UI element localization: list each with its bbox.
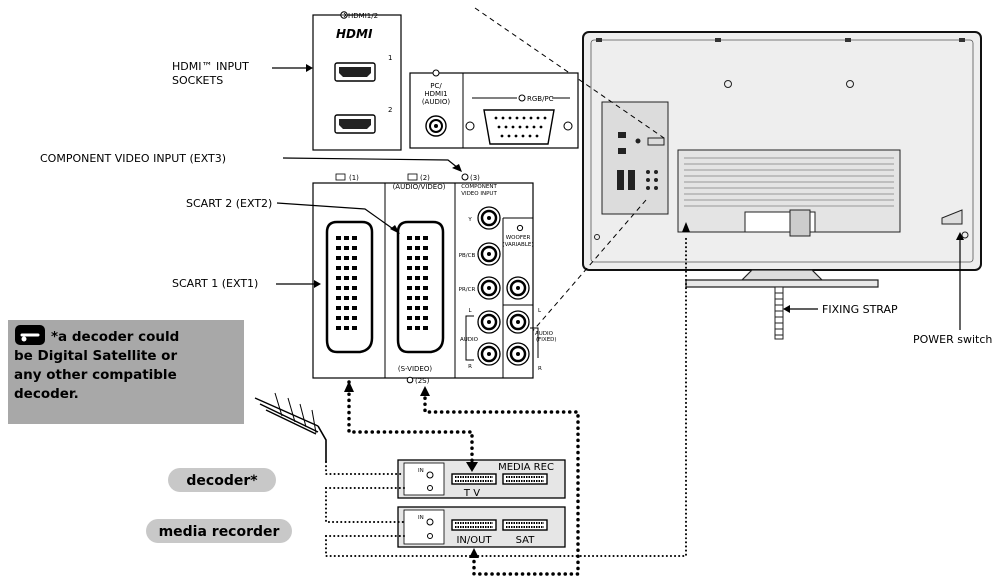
component-pb-label: PB/CB — [459, 253, 476, 259]
component-audio-r-label: R — [468, 364, 472, 370]
pc-panel: PC/ HDMI1 (AUDIO) RGB/PC — [409, 69, 579, 149]
input-arrow-icon — [407, 173, 418, 181]
component-y-jack[interactable] — [477, 206, 501, 230]
input-arrow-icon — [518, 94, 526, 102]
recorder-aerial-in: IN — [418, 515, 424, 521]
audio-fixed-sublabel: (FIXED) — [536, 337, 557, 343]
aerial-cables — [325, 222, 690, 557]
input-arrow-icon — [340, 11, 348, 19]
scart1-label: SCART 1 (EXT1) — [172, 277, 258, 290]
hdmi-port-2-label: 2 — [388, 106, 392, 114]
decoder-pill-label: decoder* — [186, 473, 258, 489]
pc-audio-label-2: HDMI1 — [424, 90, 447, 98]
component-pr-jack[interactable] — [477, 276, 501, 300]
audio-out-l-label: L — [538, 308, 542, 314]
recorder-inout-label: IN/OUT — [456, 535, 492, 546]
audio-out-l-jack[interactable] — [506, 310, 530, 334]
woofer-sublabel: (VARIABLE) — [503, 242, 534, 248]
note-line-1: *a decoder could — [51, 329, 179, 345]
decoder-device: IN T V MEDIA REC — [397, 459, 566, 499]
component-header-line2: COMPONENT — [461, 184, 497, 190]
decoder-pill: decoder* — [168, 468, 276, 492]
component-header-label: (3) — [470, 174, 480, 182]
recorder-scart-sat[interactable] — [502, 519, 548, 531]
decoder-scart-tv[interactable] — [451, 473, 497, 485]
rgb-pc-label: RGB/PC — [527, 95, 554, 103]
input-arrow-icon — [461, 173, 469, 181]
hdmi-panel: HDMI1/2 HDMI 1 2 — [312, 11, 402, 151]
hdmi-socket-1[interactable] — [334, 62, 376, 82]
scart2-label: SCART 2 (EXT2) — [186, 197, 272, 210]
hdmi-socket-2[interactable] — [334, 114, 376, 134]
svideo-sublabel: (2S) — [415, 377, 430, 385]
input-arrow-icon — [335, 173, 346, 181]
scart2-header-sublabel: (AUDIO/VIDEO) — [393, 183, 446, 191]
note-line-4: decoder. — [14, 386, 79, 402]
hdmi-group-label: HDMI1/2 — [348, 12, 378, 20]
pc-audio-label-3: (AUDIO) — [422, 98, 451, 106]
hdmi-sockets-label-2: SOCKETS — [172, 74, 223, 87]
scart-component-panel: (1) (2) (AUDIO/VIDEO) (3) COMPONENT VIDE… — [312, 173, 557, 385]
woofer-label: WOOFER — [506, 235, 531, 241]
note-line-3: any other compatible — [14, 367, 177, 383]
component-audio-r-jack[interactable] — [477, 342, 501, 366]
hdmi-logo: HDMI — [336, 27, 373, 41]
scart2-socket[interactable] — [396, 220, 445, 354]
component-y-label: Y — [467, 217, 472, 223]
component-header-line3: VIDEO INPUT — [461, 191, 497, 197]
component-pr-label: PR/CR — [459, 287, 476, 293]
audio-out-r-jack[interactable] — [506, 342, 530, 366]
tv-rear-view — [582, 31, 982, 340]
recorder-pill-label: media recorder — [159, 524, 280, 540]
antenna-icon — [254, 392, 327, 462]
rgb-pc-socket[interactable] — [465, 109, 573, 145]
recorder-scart-inout[interactable] — [451, 519, 497, 531]
scart1-socket[interactable] — [325, 220, 374, 354]
input-arrow-icon — [432, 69, 440, 77]
decoder-tv-label: T V — [463, 488, 480, 499]
power-switch-label: POWER switch — [913, 333, 992, 346]
pc-audio-label-1: PC/ — [430, 82, 442, 90]
component-audio-l-jack[interactable] — [477, 310, 501, 334]
input-arrow-icon — [406, 376, 414, 384]
scart1-header-label: (1) — [349, 174, 359, 182]
component-audio-l-label: L — [468, 308, 472, 314]
pointing-hand-icon — [15, 325, 45, 345]
recorder-sat-label: SAT — [516, 535, 536, 546]
decoder-media-label: MEDIA REC — [498, 462, 554, 473]
recorder-pill: media recorder — [146, 519, 292, 543]
scart2-header-label: (2) — [420, 174, 430, 182]
component-video-input-label: COMPONENT VIDEO INPUT (EXT3) — [40, 152, 226, 165]
woofer-jack[interactable] — [506, 276, 530, 300]
note-line-2: be Digital Satellite or — [14, 348, 177, 364]
svideo-label: (S-VIDEO) — [398, 365, 432, 373]
input-arrow-icon — [516, 224, 524, 232]
decoder-scart-media[interactable] — [502, 473, 548, 485]
hdmi-sockets-label-1: HDMI™ INPUT — [172, 60, 249, 73]
component-pb-jack[interactable] — [477, 242, 501, 266]
scart-cables — [344, 380, 580, 576]
fixing-strap-label: FIXING STRAP — [822, 303, 898, 316]
component-audio-label: AUDIO — [460, 337, 479, 343]
decoder-note: *a decoder could be Digital Satellite or… — [8, 320, 244, 424]
decoder-aerial-in: IN — [418, 468, 424, 474]
audio-out-r-label: R — [538, 366, 542, 372]
audio-fixed-label: AUDIO — [535, 331, 554, 337]
pc-audio-jack[interactable] — [425, 115, 447, 137]
hdmi-port-1-label: 1 — [388, 54, 392, 62]
media-recorder-device: IN IN/OUT SAT — [397, 506, 566, 548]
